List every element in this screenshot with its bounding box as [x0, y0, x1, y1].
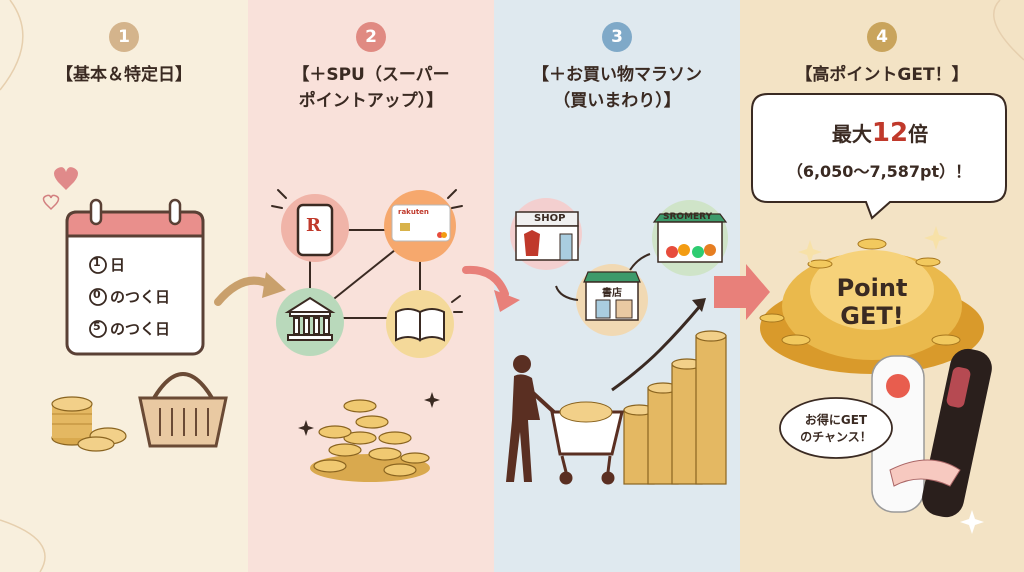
speech-bubble	[751, 93, 1007, 220]
step-title: 【基本＆特定日】	[56, 65, 192, 85]
grocery-icon	[652, 213, 728, 263]
calendar-line-1: 日	[110, 256, 126, 274]
arrow-icon	[714, 264, 770, 320]
coin-towers-icon	[623, 330, 727, 485]
flow-arrows	[555, 253, 651, 301]
max-suffix: 倍	[908, 122, 929, 146]
coin-stack-icon	[51, 396, 127, 452]
step-number: 1	[109, 22, 139, 52]
shopping-cart-icon	[550, 410, 624, 485]
card-brand: rakuten	[398, 208, 429, 216]
book-icon	[395, 308, 445, 342]
calendar-circle-digit: 5	[93, 320, 101, 333]
calendar-icon	[65, 198, 205, 356]
chance-line-1: お得にGET	[804, 413, 868, 427]
calendar-circle-digit: 0	[93, 288, 101, 301]
gold-pile-icon	[759, 238, 984, 374]
chance-bubble	[779, 397, 893, 459]
step-number: 4	[867, 22, 897, 52]
shopper-silhouette	[506, 355, 558, 482]
calendar-circle-digit: 1	[93, 256, 101, 269]
calendar-line-3: のつく日	[110, 320, 171, 338]
bank-icon	[284, 296, 336, 341]
chance-line-2: のチャンス！	[800, 430, 872, 444]
basket-icon	[138, 372, 228, 448]
ribbon-icon	[889, 459, 961, 487]
step-title: 【＋SPU（スーパー ポイントアップ）】	[292, 65, 450, 111]
max-number: 12	[871, 118, 909, 148]
point-get-label: Point GET!	[812, 274, 932, 330]
shop-sign: SHOP	[534, 213, 566, 224]
sparkle-icon	[798, 226, 984, 534]
bookstore-sign: 書店	[602, 288, 622, 299]
step-number: 2	[356, 22, 386, 52]
rakuten-r-logo: R	[306, 215, 321, 236]
chance-text: お得にGET のチャンス！	[782, 412, 890, 446]
step-number: 3	[602, 22, 632, 52]
heart-icon	[42, 167, 78, 211]
bookstore-icon	[583, 271, 641, 321]
sparkle-icon	[298, 392, 440, 436]
sparkle-lines	[271, 189, 463, 313]
max-prefix: 最大	[831, 122, 872, 146]
step-title: 【高ポイントGET！】	[795, 65, 969, 85]
points-range: （6,050〜7,587pt）！	[786, 162, 972, 181]
arrow-icon	[462, 265, 509, 298]
step-title: 【＋お買い物マラソン （買いまわり）】	[532, 65, 702, 111]
shop-icon	[515, 211, 579, 261]
growth-arrow-icon	[611, 305, 702, 392]
point-get-line-1: Point	[836, 274, 908, 302]
grocery-sign: SROMERY	[663, 212, 713, 222]
point-get-line-2: GET!	[840, 302, 904, 330]
calendar-line-2: のつく日	[110, 288, 171, 306]
coin-pile-icon	[310, 399, 430, 482]
max-multiplier: 最大12倍	[760, 118, 1000, 148]
